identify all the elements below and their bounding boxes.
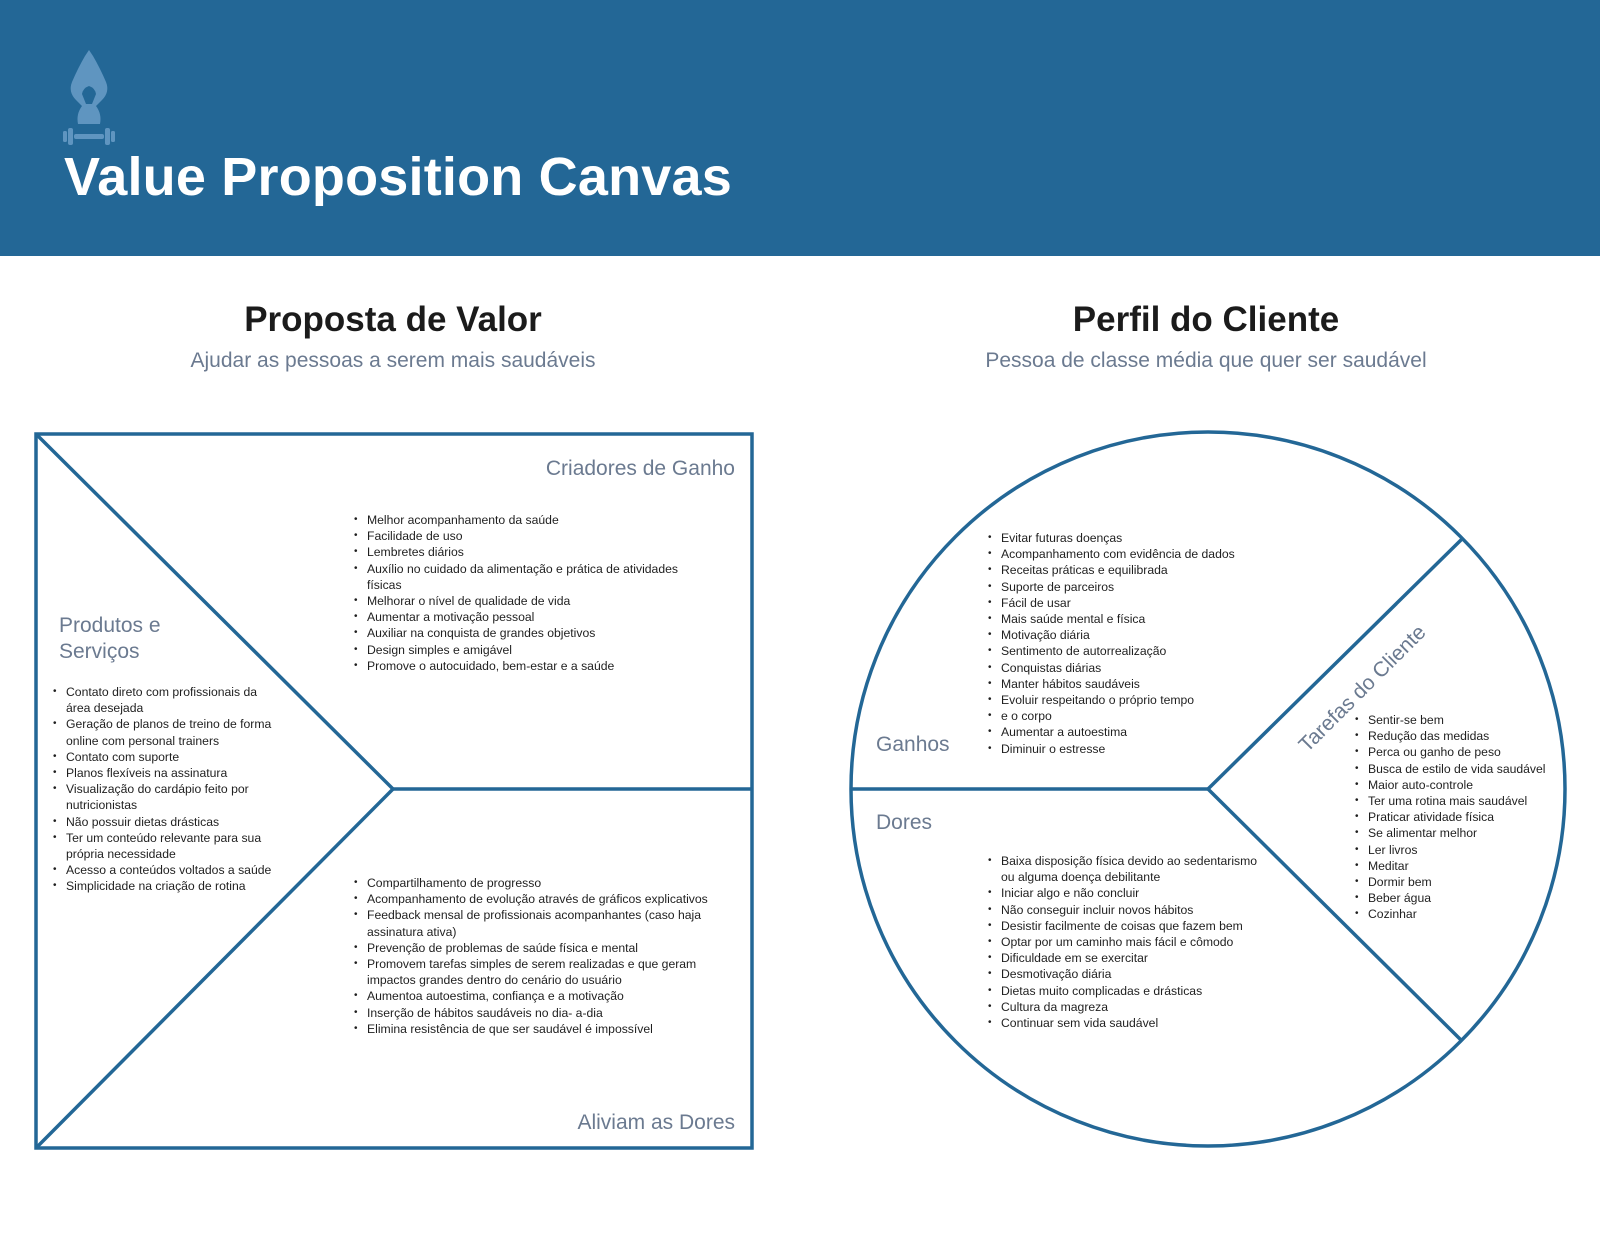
list-item: Inserção de hábitos saudáveis no dia- a-… [354,1005,732,1021]
list-item: Cozinhar [1355,906,1573,922]
list-item: Praticar atividade física [1355,809,1573,825]
list-item: Design simples e amigável [354,642,712,658]
pain-relievers-label: Aliviam as Dores [577,1111,735,1134]
list-item: Busca de estilo de vida saudável [1355,761,1573,777]
gain-creators-label: Criadores de Ganho [545,457,735,480]
list-item: Prevenção de problemas de saúde física e… [354,940,732,956]
pain-relievers-list: Compartilhamento de progressoAcompanhame… [353,875,732,1037]
list-item: Dietas muito complicadas e drásticas [988,983,1261,999]
list-item: Não possuir dietas drásticas [53,814,281,830]
list-item: Baixa disposição física devido ao sedent… [988,853,1261,885]
customer-jobs-list: Sentir-se bemRedução das medidasPerca ou… [1354,712,1573,923]
pains-label: Dores [876,811,933,834]
list-item: Desistir facilmente de coisas que fazem … [988,918,1261,934]
list-item: Aumentar a autoestima [988,724,1271,740]
list-item: Dificuldade em se exercitar [988,950,1261,966]
square-divider-upper [34,432,395,791]
list-item: Iniciar algo e não concluir [988,885,1261,901]
list-item: Conquistas diárias [988,660,1271,676]
list-item: Beber água [1355,890,1573,906]
list-item: Ter uma rotina mais saudável [1355,793,1573,809]
products-services-list: Contato direto com profissionais da área… [52,684,281,895]
list-item: e o corpo [988,708,1271,724]
list-item: Manter hábitos saudáveis [988,676,1271,692]
gains-label: Ganhos [876,733,950,756]
list-item: Perca ou ganho de peso [1355,744,1573,760]
list-item: Se alimentar melhor [1355,825,1573,841]
list-item: Não conseguir incluir novos hábitos [988,902,1261,918]
list-item: Acompanhamento com evidência de dados [988,546,1271,562]
list-item: Aumentoa autoestima, confiança e a motiv… [354,988,732,1004]
page-title: Value Proposition Canvas [64,147,732,207]
list-item: Evoluir respeitando o próprio tempo [988,692,1271,708]
list-item: Sentimento de autorrealização [988,643,1271,659]
list-item: Fácil de usar [988,595,1271,611]
list-item: Promovem tarefas simples de serem realiz… [354,956,732,988]
list-item: Ler livros [1355,842,1573,858]
list-item: Mais saúde mental e física [988,611,1271,627]
value-proposition-square [34,432,754,1150]
list-item: Continuar sem vida saudável [988,1015,1261,1031]
list-item: Lembretes diários [354,544,712,560]
list-item: Planos flexíveis na assinatura [53,765,281,781]
list-item: Redução das medidas [1355,728,1573,744]
list-item: Facilidade de uso [354,528,712,544]
list-item: Suporte de parceiros [988,579,1271,595]
list-item: Simplicidade na criação de rotina [53,878,281,894]
customer-profile-subtitle: Pessoa de classe média que quer ser saud… [985,349,1427,372]
list-item: Diminuir o estresse [988,741,1271,757]
list-item: Melhor acompanhamento da saúde [354,512,712,528]
list-item: Visualização do cardápio feito por nutri… [53,781,281,813]
list-item: Receitas práticas e equilibrada [988,562,1271,578]
value-proposition-title: Proposta de Valor [244,300,542,339]
list-item: Aumentar a motivação pessoal [354,609,712,625]
list-item: Optar por um caminho mais fácil e cômodo [988,934,1261,950]
list-item: Meditar [1355,858,1573,874]
list-item: Melhorar o nível de qualidade de vida [354,593,712,609]
circle-divider-lower [1206,787,1464,1043]
list-item: Sentir-se bem [1355,712,1573,728]
list-item: Auxiliar na conquista de grandes objetiv… [354,625,712,641]
list-item: Maior auto-controle [1355,777,1573,793]
list-item: Contato com suporte [53,749,281,765]
list-item: Feedback mensal de profissionais acompan… [354,907,732,939]
gain-creators-list: Melhor acompanhamento da saúdeFacilidade… [353,512,712,674]
list-item: Cultura da magreza [988,999,1261,1015]
list-item: Motivação diária [988,627,1271,643]
list-item: Promove o autocuidado, bem-estar e a saú… [354,658,712,674]
pains-list: Baixa disposição física devido ao sedent… [987,853,1261,1031]
list-item: Compartilhamento de progresso [354,875,732,891]
list-item: Ter um conteúdo relevante para sua própr… [53,830,281,862]
list-item: Acompanhamento de evolução através de gr… [354,891,732,907]
value-proposition-subtitle: Ajudar as pessoas a serem mais saudáveis [190,349,596,372]
customer-profile-title: Perfil do Cliente [1072,300,1340,339]
list-item: Geração de planos de treino de forma onl… [53,716,281,748]
yoga-fitness-icon [63,50,115,145]
list-item: Acesso a conteúdos voltados a saúde [53,862,281,878]
gains-list: Evitar futuras doençasAcompanhamento com… [987,530,1271,757]
list-item: Dormir bem [1355,874,1573,890]
header-banner: Value Proposition Canvas [0,0,1600,256]
list-item: Contato direto com profissionais da área… [53,684,281,716]
square-divider-lower [34,787,395,1150]
list-item: Auxílio no cuidado da alimentação e prát… [354,561,712,593]
list-item: Elimina resistência de que ser saudável … [354,1021,732,1037]
list-item: Desmotivação diária [988,966,1261,982]
products-services-label: Produtos e Serviços [59,614,161,664]
list-item: Evitar futuras doenças [988,530,1271,546]
